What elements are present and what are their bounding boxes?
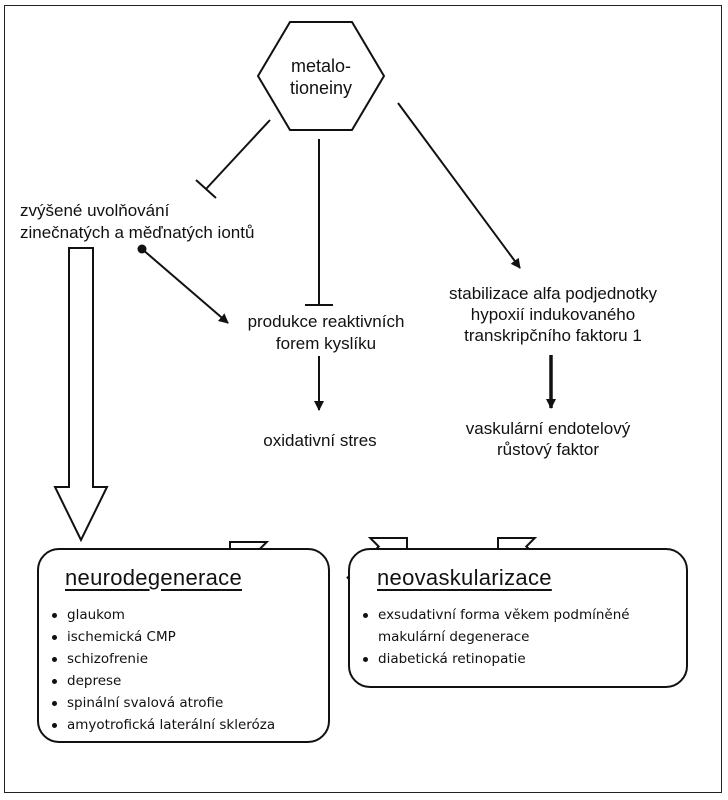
list-item: diabetická retinopatie: [360, 648, 630, 670]
release-to-neuro-hollow-arrow: [53, 247, 109, 543]
neurodegeneration-list: glaukom ischemická CMP schizofrenie depr…: [49, 604, 275, 736]
list-item: exsudativní forma věkem podmíněné makulá…: [360, 604, 630, 648]
release-to-ros-arrow: [137, 244, 229, 324]
neovascularization-title: neovaskularizace: [377, 565, 552, 590]
list-item: deprese: [49, 670, 275, 692]
vegf-node-label: vaskulární endotelový růstový faktor: [465, 419, 631, 459]
inhibit-release-connector: [195, 119, 271, 199]
activate-hif-arrow: [397, 102, 521, 269]
neurodegeneration-title: neurodegenerace: [65, 565, 242, 590]
inhibit-ros-connector: [305, 139, 333, 306]
list-item: spinální svalová atrofie: [49, 692, 275, 714]
list-item: glaukom: [49, 604, 275, 626]
list-item: ischemická CMP: [49, 626, 275, 648]
oxidative-stress-node-label: oxidativní stres: [263, 431, 377, 450]
ros-node-label: produkce reaktivních forem kyslíku: [247, 312, 405, 353]
list-item: amyotrofická laterální skleróza: [49, 714, 275, 736]
hif-node-label: stabilizace alfa podjednotky hypoxií ind…: [449, 284, 657, 345]
neovascularization-box: neovaskularizace exsudativní forma věkem…: [348, 548, 688, 688]
figure-frame: [4, 5, 722, 793]
ion-release-node-label: zvýšené uvolňování zinečnatých a měďnatý…: [20, 201, 255, 242]
metallothionein-node-label: metalo- tioneiny: [289, 56, 353, 98]
list-item: schizofrenie: [49, 648, 275, 670]
neurodegeneration-box: neurodegenerace glaukom ischemická CMP s…: [37, 548, 330, 743]
neovascularization-list: exsudativní forma věkem podmíněné makulá…: [360, 604, 630, 670]
center-hexagon: [256, 21, 386, 131]
